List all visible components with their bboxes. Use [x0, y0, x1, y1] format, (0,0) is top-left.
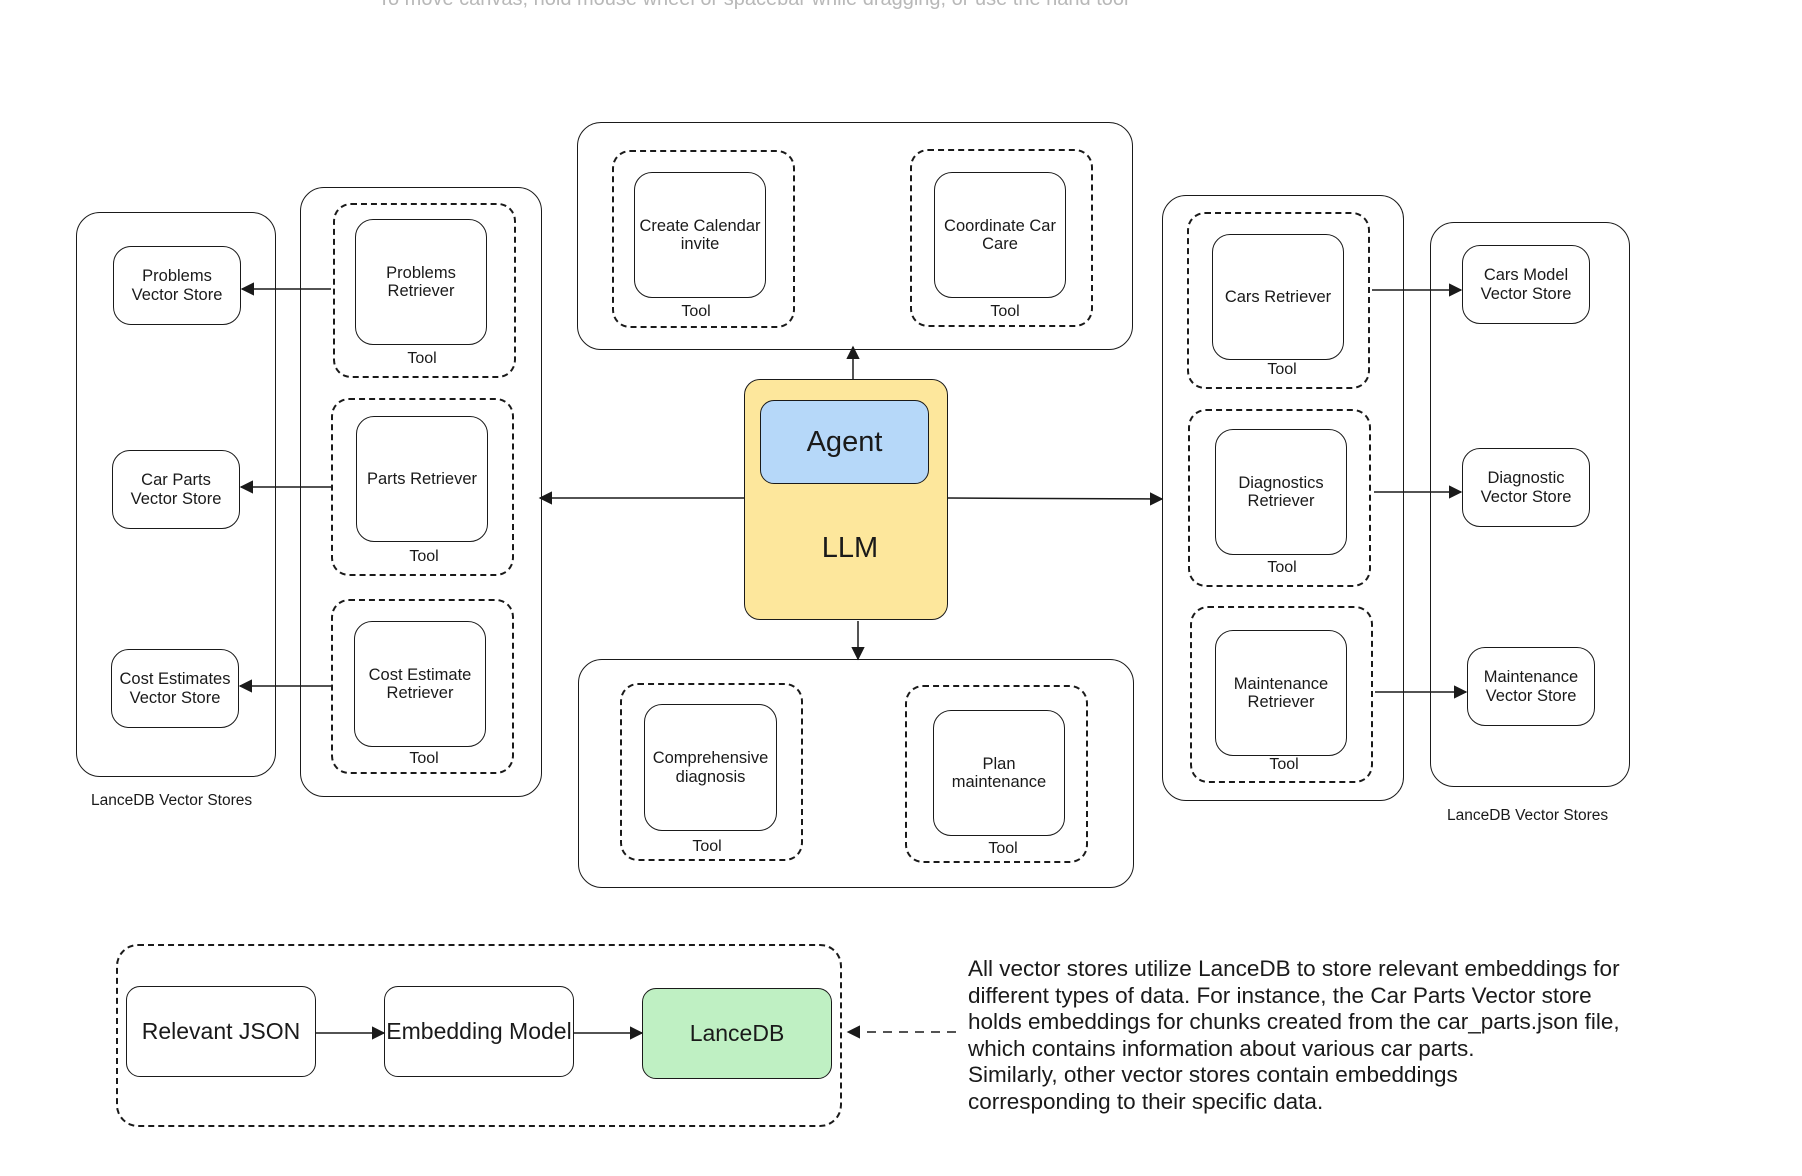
cost-estimate-retriever-tool-frame [331, 599, 514, 774]
left-group-label: LanceDB Vector Stores [91, 792, 253, 809]
car-parts-vector-store: Car Parts Vector Store [112, 450, 240, 529]
agent-box: Agent [760, 400, 929, 484]
tool-label: Tool [409, 548, 439, 565]
tool-label: Tool [692, 838, 722, 855]
coordinate-car-care-tool: Coordinate Car Care [934, 172, 1066, 298]
problems-retriever-tool-frame [333, 203, 516, 378]
cost-estimate-retriever: Cost Estimate Retriever [354, 621, 486, 747]
cars-model-vector-store: Cars Model Vector Store [1462, 245, 1590, 324]
relevant-json-box: Relevant JSON [126, 986, 316, 1077]
maintenance-vector-store: Maintenance Vector Store [1467, 647, 1595, 726]
tool-label: Tool [1269, 756, 1299, 773]
problems-vector-store: Problems Vector Store [113, 246, 241, 325]
canvas-hint: To move canvas, hold mouse wheel or spac… [378, 0, 1128, 11]
tool-label: Tool [1267, 361, 1297, 378]
arrow-llm-to-right-retrievers [947, 492, 1164, 506]
car-care-tool-frame [910, 149, 1093, 327]
cars-retriever-tool-frame [1187, 212, 1370, 389]
embedding-model-box: Embedding Model [384, 986, 574, 1077]
pipeline-frame [116, 944, 842, 1127]
lancedb-box: LanceDB [642, 988, 832, 1079]
maintenance-retriever: Maintenance Retriever [1215, 630, 1347, 756]
create-calendar-invite-tool: Create Calendar invite [634, 172, 766, 298]
llm-label: LLM [821, 532, 879, 564]
cost-estimates-vector-store: Cost Estimates Vector Store [111, 649, 239, 728]
diagnosis-tool-frame [620, 683, 803, 861]
calendar-tool-frame [612, 150, 795, 328]
problems-retriever: Problems Retriever [355, 219, 487, 345]
right-group-label: LanceDB Vector Stores [1447, 807, 1609, 824]
tool-label: Tool [988, 840, 1018, 857]
comprehensive-diagnosis-tool: Comprehensive diagnosis [644, 704, 777, 831]
cars-retriever: Cars Retriever [1212, 234, 1344, 360]
plan-maintenance-tool: Plan maintenance [933, 710, 1065, 836]
tool-label: Tool [409, 750, 439, 767]
diagnostics-retriever: Diagnostics Retriever [1215, 429, 1347, 555]
parts-retriever-tool-frame [331, 398, 514, 576]
tool-label: Tool [990, 303, 1020, 320]
diagnostics-retriever-tool-frame [1188, 409, 1371, 587]
maintenance-plan-tool-frame [905, 685, 1088, 863]
tool-label: Tool [1267, 559, 1297, 576]
diagnostic-vector-store: Diagnostic Vector Store [1462, 448, 1590, 527]
tool-label: Tool [681, 303, 711, 320]
lancedb-explanation-note: All vector stores utilize LanceDB to sto… [968, 956, 1620, 1114]
parts-retriever: Parts Retriever [356, 416, 488, 542]
maintenance-retriever-tool-frame [1190, 606, 1373, 783]
tool-label: Tool [407, 350, 437, 367]
